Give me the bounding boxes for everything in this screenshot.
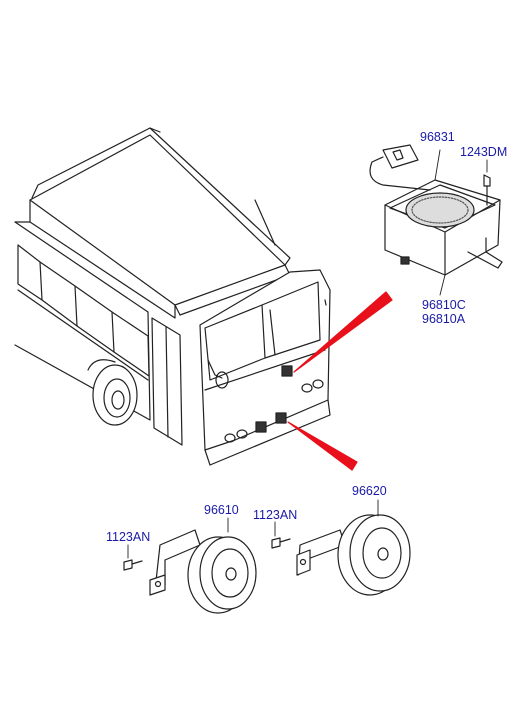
bus-mirror — [207, 359, 223, 379]
part-label-96610[interactable]: 96610 — [204, 503, 239, 517]
part-label-96831[interactable]: 96831 — [420, 130, 455, 144]
part-label-1123an-left[interactable]: 1123AN — [106, 530, 151, 544]
wire-96831 — [369, 156, 431, 191]
pointer-arrow-upper — [293, 291, 393, 373]
horn-96610 — [149, 517, 257, 614]
bus-headlight-right — [301, 383, 313, 393]
speaker-grille — [405, 192, 475, 228]
part-label-96810a[interactable]: 96810A — [422, 312, 466, 326]
bus-door — [151, 317, 183, 446]
part-label-1123an-right[interactable]: 1123AN — [253, 508, 298, 522]
bus-headlight-left — [224, 433, 236, 443]
pointer-arrow-lower — [287, 421, 358, 471]
bus-connector-upper — [281, 365, 293, 377]
part-label-1243dm[interactable]: 1243DM — [460, 145, 508, 159]
bolt-1123an-right — [271, 521, 291, 549]
bus-connector-lower-b — [275, 412, 287, 424]
bus-illustration — [14, 127, 331, 466]
bus-wheel — [92, 364, 138, 426]
part-label-96620[interactable]: 96620 — [352, 484, 387, 498]
horn-96620 — [296, 499, 411, 596]
bolt-1123an-left — [123, 544, 143, 571]
part-label-96810c[interactable]: 96810C — [422, 298, 466, 312]
bolt-1243dm — [483, 174, 491, 187]
bus-connector-lower-a — [255, 421, 267, 433]
connector-96831 — [382, 144, 419, 169]
buzzer-module-96810 — [369, 144, 503, 296]
